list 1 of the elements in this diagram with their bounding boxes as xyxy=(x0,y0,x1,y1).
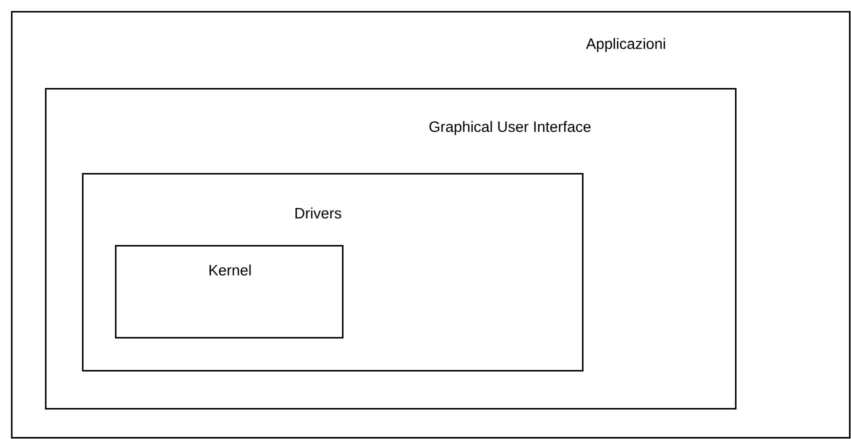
layer-box: Kernel xyxy=(115,245,344,338)
